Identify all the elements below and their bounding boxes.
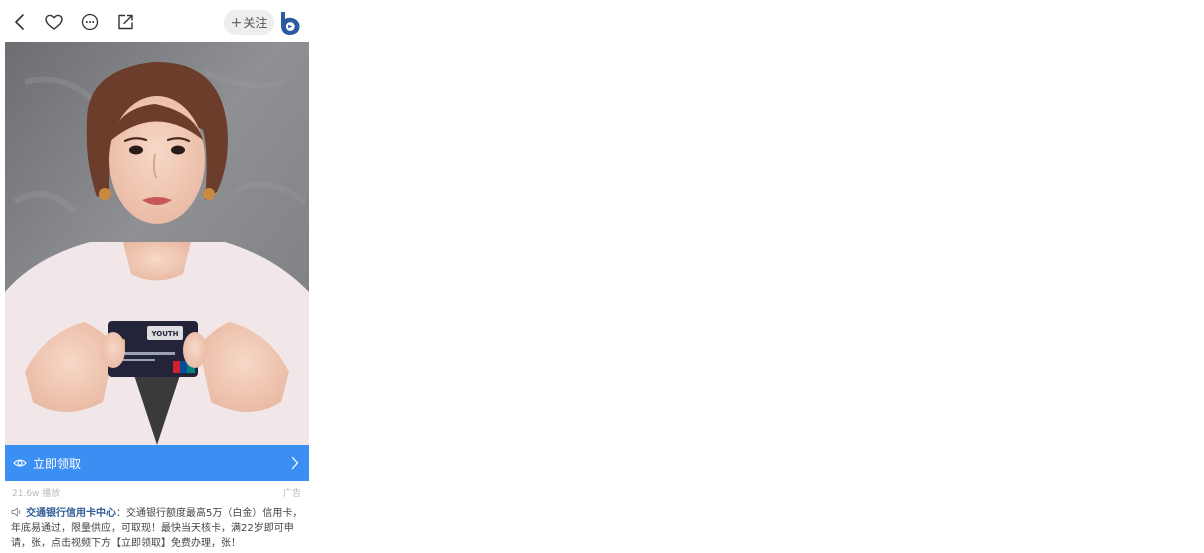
claim-now-bar[interactable]: 立即领取 <box>5 445 309 481</box>
author-link[interactable]: 交通银行信用卡中心 <box>26 508 116 519</box>
speaker-icon <box>11 507 21 517</box>
avatar[interactable] <box>276 10 302 36</box>
view-count: 21.6w 播放 <box>12 489 61 499</box>
top-toolbar: + 关注 <box>0 0 314 42</box>
description-text: 交通银行额度最高5万（白金）信用卡，年底易通过，限量供应，可取现！最快当天核卡，… <box>11 508 303 549</box>
video-thumbnail: YOUTH <box>5 42 309 445</box>
eye-icon <box>13 459 27 467</box>
more-button[interactable] <box>78 10 102 34</box>
more-dots-icon <box>81 13 99 31</box>
plus-icon: + <box>230 14 243 31</box>
post-panel: + 关注 <box>0 0 314 553</box>
meta-row: 21.6w 播放 广告 <box>12 486 301 499</box>
favorite-button[interactable] <box>42 10 66 34</box>
bank-logo-icon <box>281 12 300 35</box>
ad-badge: 广告 <box>282 489 301 499</box>
description-separator: ： <box>116 508 126 519</box>
heart-icon <box>45 14 63 30</box>
video-player[interactable]: YOUTH <box>5 42 309 445</box>
back-button[interactable] <box>8 10 32 34</box>
follow-button[interactable]: + 关注 <box>224 10 274 35</box>
follow-label: 关注 <box>243 16 268 30</box>
credit-card: YOUTH <box>108 321 198 377</box>
claim-now-label: 立即领取 <box>33 456 82 471</box>
chevron-right-icon <box>291 456 299 470</box>
card-label: YOUTH <box>150 330 178 338</box>
share-icon <box>118 14 133 30</box>
chevron-left-icon <box>15 14 24 30</box>
post-description: 交通银行信用卡中心：交通银行额度最高5万（白金）信用卡，年底易通过，限量供应，可… <box>11 506 304 551</box>
share-button[interactable] <box>113 10 137 34</box>
